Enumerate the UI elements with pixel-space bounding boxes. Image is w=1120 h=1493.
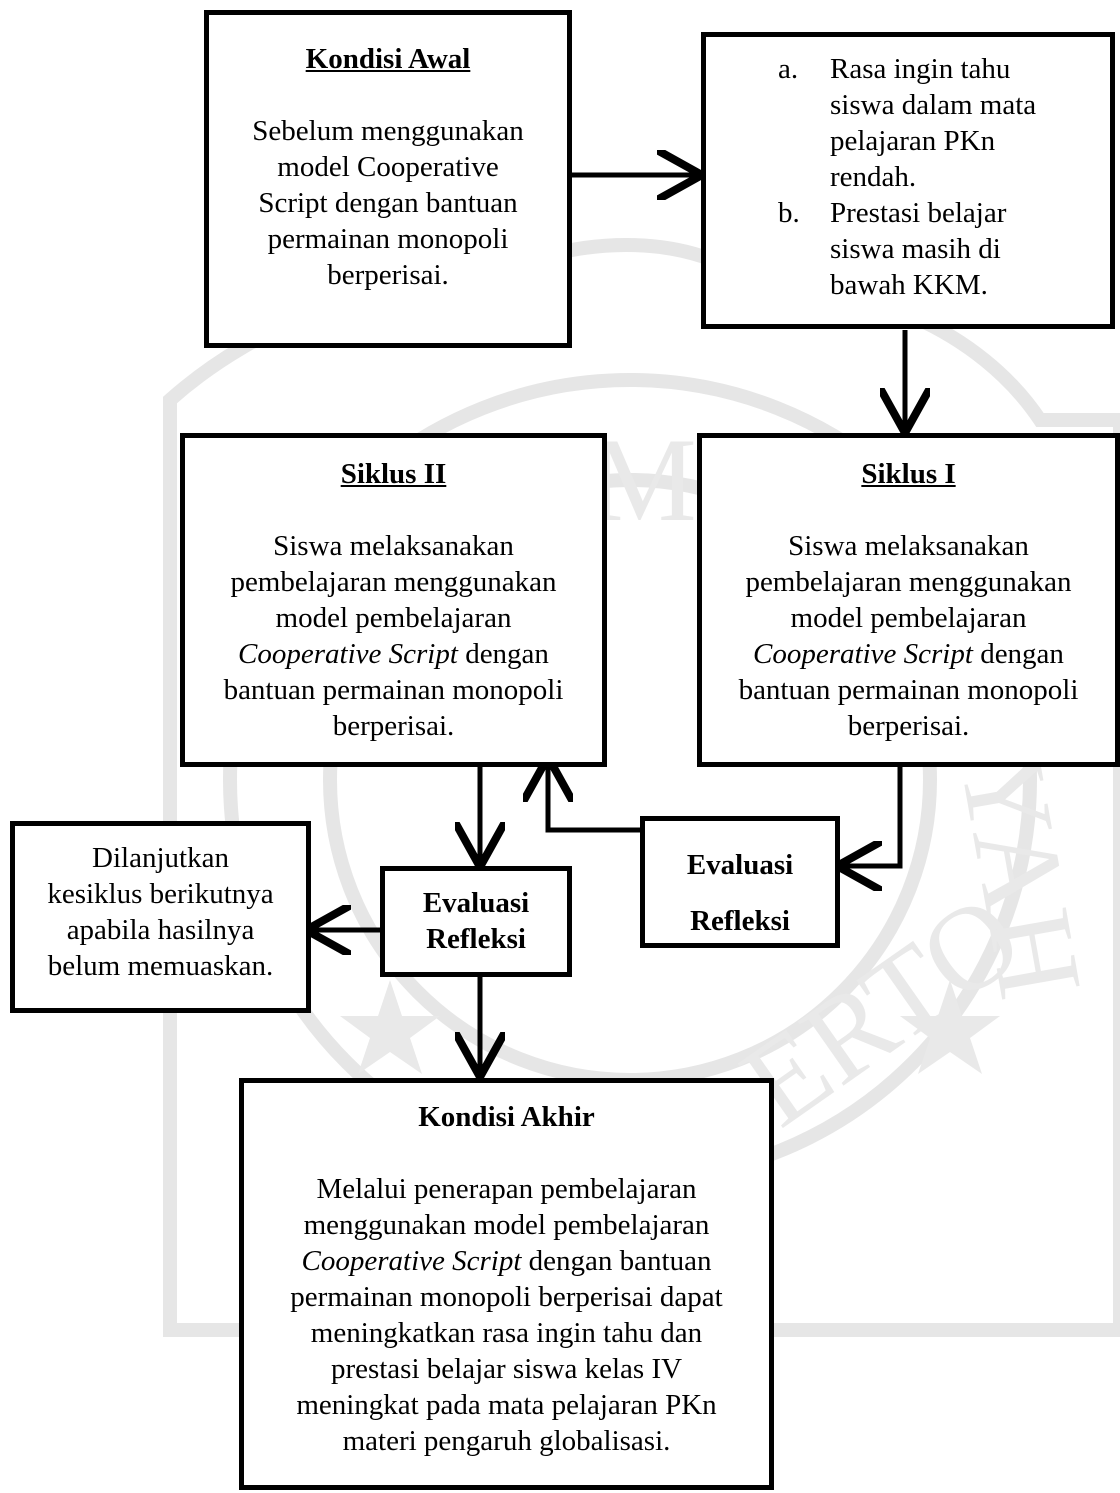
siklus-2-title: Siklus II bbox=[340, 458, 447, 490]
evaluasi-refleksi-2-box: Evaluasi Refleksi bbox=[380, 866, 572, 977]
evaluasi-refleksi-1-box: Evaluasi Refleksi bbox=[640, 816, 840, 948]
kondisi-awal-title: Kondisi Awal bbox=[305, 43, 471, 75]
siklus-1-text: Siswa melaksanakan pembelajaran mengguna… bbox=[738, 530, 1079, 742]
seal-letter-m: M bbox=[590, 413, 697, 546]
siklus-2-box: Siklus II Siswa melaksanakan pembelajara… bbox=[180, 433, 607, 767]
siklus-1-box: Siklus I Siswa melaksanakan pembelajaran… bbox=[697, 433, 1120, 767]
kondisi-akhir-box: Kondisi Akhir Melalui penerapan pembelaj… bbox=[239, 1078, 774, 1490]
list-item: a. Rasa ingin tahu siswa dalam mata pela… bbox=[778, 53, 1037, 193]
lanjut-box: Dilanjutkan kesiklus berikutnya apabila … bbox=[10, 821, 311, 1013]
kondisi-akhir-text: Melalui penerapan pembelajaran menggunak… bbox=[290, 1173, 723, 1457]
masalah-box: a. Rasa ingin tahu siswa dalam mata pela… bbox=[701, 32, 1115, 329]
seal-star-right bbox=[900, 980, 1000, 1074]
kondisi-awal-box: Kondisi Awal Sebelum menggunakan model C… bbox=[204, 10, 572, 348]
arrow-siklus1-to-eval1 bbox=[842, 765, 903, 866]
seal-star-left bbox=[340, 980, 440, 1074]
arrow-eval1-to-siklus2 bbox=[548, 762, 640, 833]
list-item: b. Prestasi belajar siswa masih di bawah… bbox=[778, 197, 1007, 301]
kondisi-awal-text: Sebelum menggunakan model Cooperative Sc… bbox=[252, 115, 524, 291]
siklus-1-title: Siklus I bbox=[861, 458, 956, 490]
siklus-2-text: Siswa melaksanakan pembelajaran mengguna… bbox=[223, 530, 564, 742]
kondisi-akhir-title: Kondisi Akhir bbox=[418, 1101, 595, 1133]
masalah-list: a. Rasa ingin tahu siswa dalam mata pela… bbox=[778, 51, 1090, 303]
